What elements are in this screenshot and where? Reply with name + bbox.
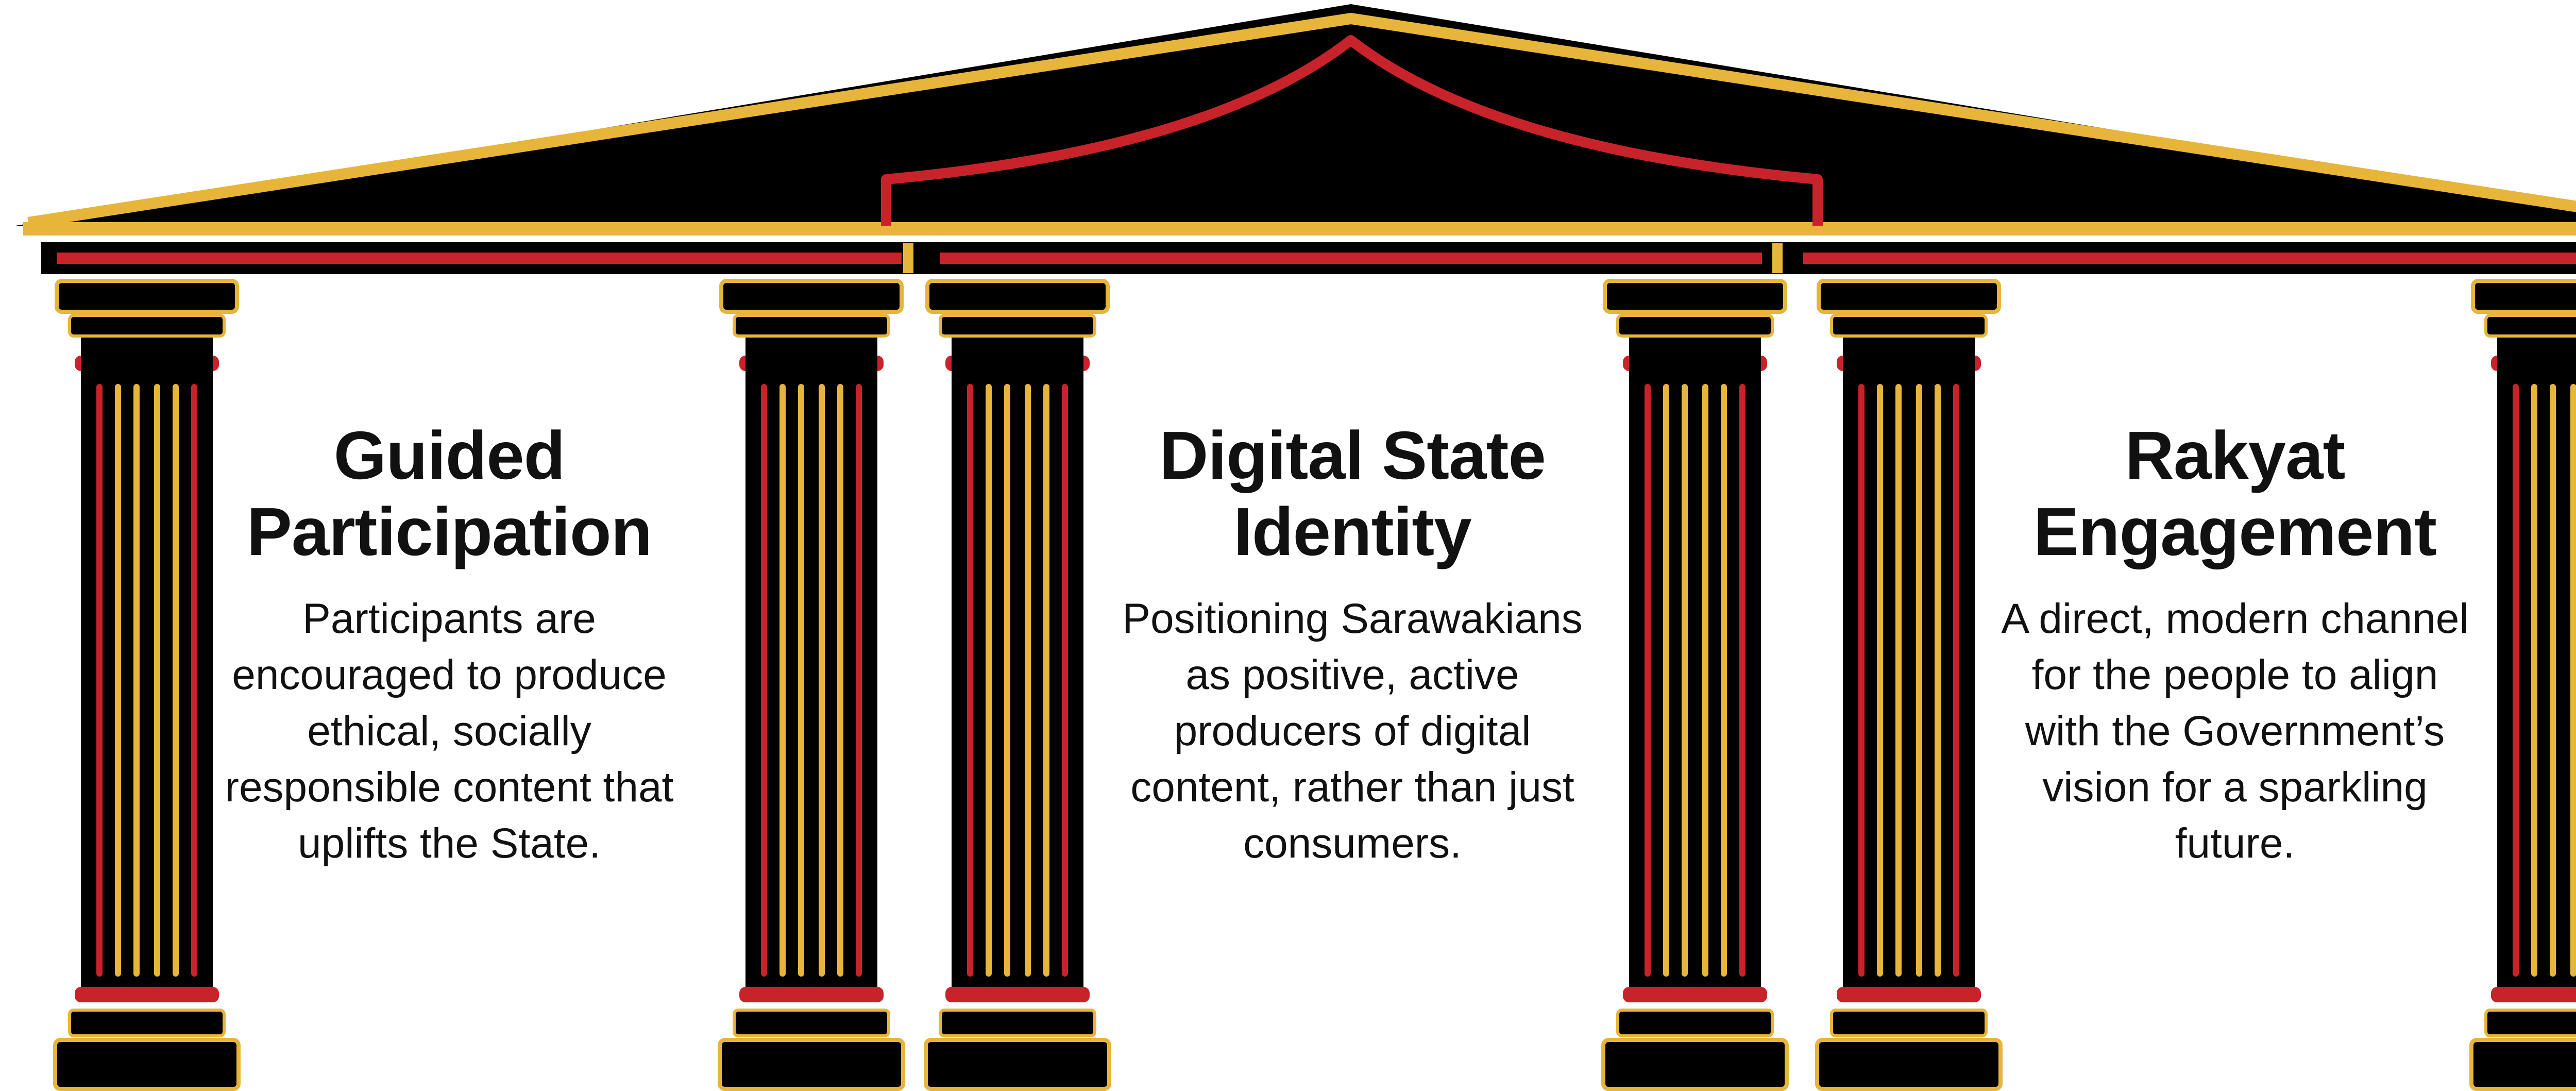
temple-roof (15, 4, 2576, 236)
pillar-title: Guided Participation (207, 417, 691, 570)
pillar-title-line: Rakyat (2125, 417, 2346, 493)
temple-entablature (41, 242, 2576, 274)
pillar-digital-state-identity: Digital State Identity Positioning Saraw… (1110, 417, 1595, 871)
pillar-title-line: Guided (333, 417, 566, 493)
pillar-description: Positioning Sarawakians as positive, act… (1122, 595, 1583, 867)
pillar-description: A direct, modern channel for the people … (2001, 595, 2469, 867)
pillar-description: Participants are encouraged to produce e… (225, 595, 674, 867)
column (1815, 279, 2003, 1091)
pillar-rakyat-engagement: Rakyat Engagement A direct, modern chann… (1993, 417, 2477, 871)
pillar-title-line: Digital State (1159, 417, 1546, 493)
column (718, 279, 905, 1091)
column (53, 279, 241, 1091)
pillar-title: Digital State Identity (1110, 417, 1595, 570)
temple-columns (53, 279, 2576, 1091)
pillar-title-line: Identity (1233, 494, 1471, 569)
column (1601, 279, 1789, 1091)
pillar-title-line: Engagement (2033, 494, 2437, 569)
pillar-title-line: Participation (246, 494, 652, 569)
column (2469, 279, 2576, 1091)
pillar-guided-participation: Guided Participation Participants are en… (207, 417, 691, 871)
pillar-title: Rakyat Engagement (1993, 417, 2477, 570)
column (924, 279, 1111, 1091)
